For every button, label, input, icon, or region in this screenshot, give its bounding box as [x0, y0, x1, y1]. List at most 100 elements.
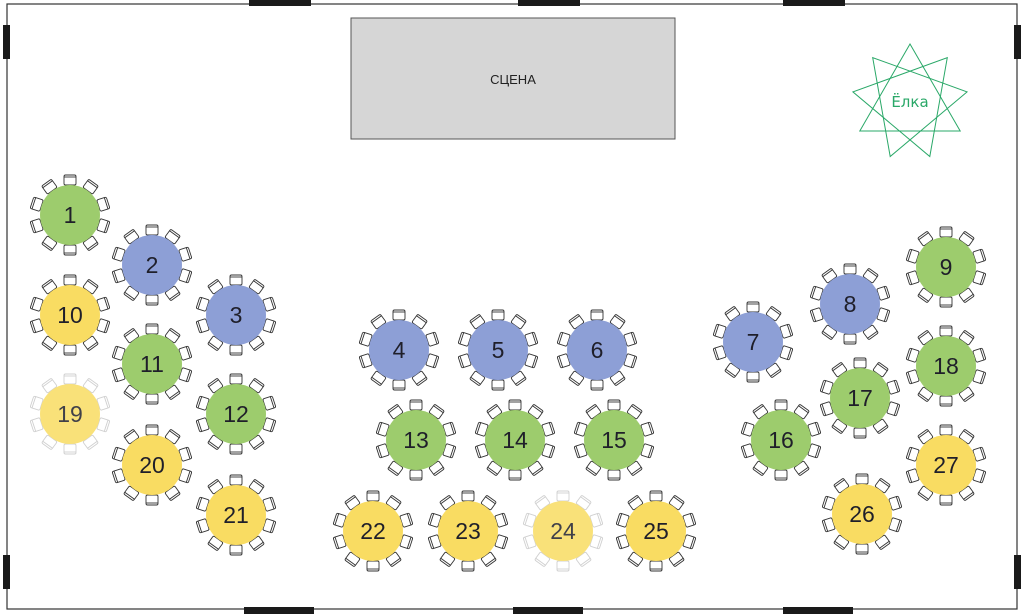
- chair: [541, 421, 555, 437]
- table-21[interactable]: 21: [196, 474, 276, 556]
- chair: [63, 274, 77, 286]
- chair: [164, 229, 181, 245]
- table-number: 19: [57, 401, 83, 427]
- table-27[interactable]: 27: [906, 424, 986, 506]
- chair: [399, 512, 413, 528]
- chair: [886, 379, 900, 395]
- table-2[interactable]: 2: [112, 224, 192, 306]
- table-18[interactable]: 18: [906, 325, 986, 407]
- chair: [262, 518, 276, 534]
- chair: [668, 495, 685, 511]
- chair: [843, 333, 857, 345]
- table-number: 4: [393, 337, 406, 363]
- table-12[interactable]: 12: [196, 373, 276, 455]
- chair: [958, 287, 975, 303]
- chair: [820, 401, 834, 417]
- door-bottom-right: [783, 607, 853, 614]
- table-9[interactable]: 9: [906, 226, 986, 308]
- chair: [793, 404, 810, 420]
- chair: [207, 535, 224, 551]
- chair: [541, 443, 555, 459]
- table-top: [206, 485, 266, 545]
- chair: [590, 309, 604, 321]
- chair: [333, 534, 347, 550]
- chair: [822, 495, 836, 511]
- chair: [439, 551, 456, 567]
- chair: [409, 399, 423, 411]
- chair: [855, 543, 869, 555]
- chair: [112, 367, 126, 383]
- chair: [616, 512, 630, 528]
- christmas-tree: Ёлка: [851, 42, 969, 158]
- table-15[interactable]: 15: [574, 399, 654, 481]
- table-4[interactable]: 4: [359, 309, 439, 391]
- chair: [833, 534, 850, 550]
- chair: [442, 443, 456, 459]
- chair: [428, 404, 445, 420]
- chair: [229, 344, 243, 356]
- table-11[interactable]: 11: [112, 323, 192, 405]
- chair: [713, 345, 727, 361]
- chair: [972, 347, 986, 363]
- chair: [41, 335, 58, 351]
- chair: [376, 421, 390, 437]
- table-6[interactable]: 6: [557, 309, 637, 391]
- chair: [972, 468, 986, 484]
- chair: [428, 460, 445, 476]
- chair: [831, 418, 848, 434]
- table-number: 2: [146, 252, 159, 278]
- chair: [523, 512, 537, 528]
- table-25[interactable]: 25: [616, 490, 696, 572]
- table-17[interactable]: 17: [820, 357, 900, 439]
- door-left-top: [3, 25, 10, 59]
- chair: [556, 490, 570, 502]
- chair: [63, 373, 77, 385]
- chair: [524, 331, 538, 347]
- chair: [906, 347, 920, 363]
- table-10[interactable]: 10: [30, 274, 110, 356]
- table-number: 9: [940, 254, 953, 280]
- chair: [399, 534, 413, 550]
- chair: [888, 495, 902, 511]
- chair: [534, 551, 551, 567]
- table-24[interactable]: 24: [523, 490, 603, 572]
- chair: [640, 443, 654, 459]
- tree-triangle: [851, 56, 948, 158]
- chair: [96, 218, 110, 234]
- chair: [63, 344, 77, 356]
- chair: [392, 309, 406, 321]
- table-13[interactable]: 13: [376, 399, 456, 481]
- chair: [41, 378, 58, 394]
- table-5[interactable]: 5: [458, 309, 538, 391]
- chair: [831, 362, 848, 378]
- table-20[interactable]: 20: [112, 424, 192, 506]
- table-top: [626, 501, 686, 561]
- chair: [557, 331, 571, 347]
- chair: [229, 474, 243, 486]
- chair: [112, 468, 126, 484]
- table-14[interactable]: 14: [475, 399, 555, 481]
- table-7[interactable]: 7: [713, 301, 793, 383]
- stage: СЦЕНА: [350, 17, 676, 140]
- chair: [821, 324, 838, 340]
- table-1[interactable]: 1: [30, 174, 110, 256]
- table-8[interactable]: 8: [810, 263, 890, 345]
- chair: [458, 353, 472, 369]
- door-right-top: [1014, 25, 1021, 59]
- chair: [917, 386, 934, 402]
- chair: [178, 367, 192, 383]
- table-22[interactable]: 22: [333, 490, 413, 572]
- chair: [843, 263, 857, 275]
- table-26[interactable]: 26: [822, 473, 902, 555]
- table-19[interactable]: 19: [30, 373, 110, 455]
- table-number: 24: [550, 518, 576, 544]
- chair: [779, 345, 793, 361]
- chair: [810, 307, 824, 323]
- table-3[interactable]: 3: [196, 274, 276, 356]
- chair: [145, 393, 159, 405]
- table-number: 20: [139, 452, 165, 478]
- table-top: [916, 435, 976, 495]
- table-16[interactable]: 16: [741, 399, 821, 481]
- table-23[interactable]: 23: [428, 490, 508, 572]
